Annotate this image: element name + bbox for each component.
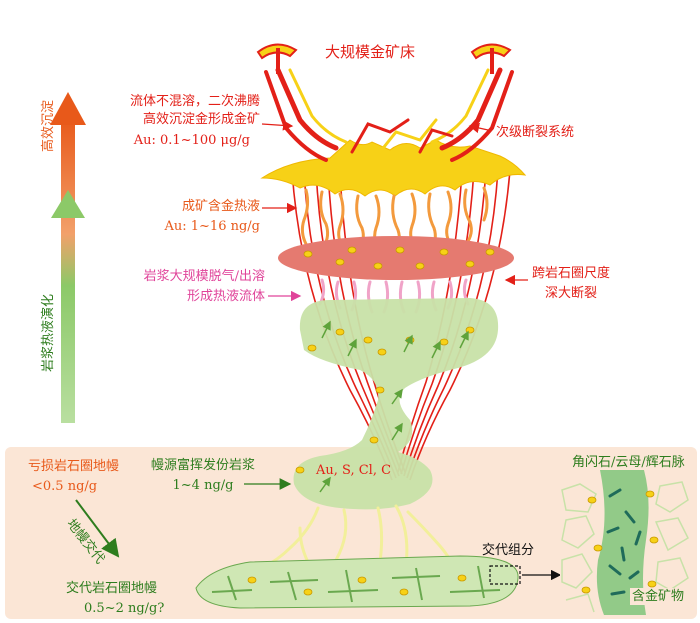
au-deposit-value: Au: 0.1~100 μg/g [133, 133, 250, 148]
slab-veins [211, 565, 501, 603]
evolution-arrow-shaft [61, 118, 75, 423]
metasomatized-au-value: 0.5~2 ng/g? [84, 601, 165, 616]
sample-box [489, 565, 521, 585]
immiscible-line1: 流体不混溶，二次沸腾 [129, 94, 260, 109]
deep-fault-line1: 跨岩石圈尺度 [531, 266, 610, 281]
metasomatic-assemblage-label: 交代组分 [482, 543, 535, 558]
evolution-arrowhead-lower [51, 190, 85, 218]
gold-deposit-body [260, 139, 527, 197]
arrow-label-lower: 岩浆热液演化 [41, 293, 56, 372]
pointer-secondary-faults [468, 122, 489, 134]
title: 大规模金矿床 [324, 43, 415, 61]
hydrothermal-chamber [293, 298, 499, 510]
secondary-fault-branches [264, 67, 514, 162]
magma-au-value: 1~4 ng/g [172, 478, 234, 493]
vein-minerals-label: 角闪石/云母/辉石脉 [572, 455, 685, 470]
degassing-ellipse [278, 236, 514, 280]
degassing-line1: 岩浆大规模脱气/出溶 [143, 269, 265, 284]
immiscible-line2: 高效沉淀金形成金矿 [142, 112, 260, 127]
metasomatized-mantle-label: 交代岩石圈地幔 [66, 581, 158, 596]
pointer-immiscible [261, 120, 294, 131]
depleted-au-value: <0.5 ng/g [32, 479, 98, 494]
volatile-magma-label: 幔源富挥发份岩浆 [150, 458, 255, 473]
depleted-mantle-label: 亏损岩石圈地幔 [28, 459, 120, 474]
degassing-blobs [303, 246, 495, 270]
deep-fault-line2: 深大断裂 [544, 286, 597, 301]
ore-fluid-label: 成矿含金热液 [181, 199, 260, 214]
degassing-line2: 形成热液流体 [186, 289, 265, 304]
slab-blobs [247, 574, 467, 596]
au-minerals-label: 含金矿物 [630, 588, 687, 605]
mine-icon-right [470, 43, 512, 74]
elements-label: Au, S, Cl, C [316, 463, 392, 478]
mantle-band [5, 447, 697, 619]
arrow-label-upper: 高效沉淀 [41, 99, 56, 152]
upflow-arrows [319, 320, 469, 493]
metasomatized-slab [195, 555, 519, 609]
evolution-arrowhead-upper [50, 92, 86, 125]
au-fluid-value: Au: 1~16 ng/g [164, 219, 260, 234]
secondary-faults-label: 次级断裂系统 [496, 125, 575, 140]
metasomatism-arrow [75, 499, 120, 558]
mine-icon-left [256, 43, 298, 74]
